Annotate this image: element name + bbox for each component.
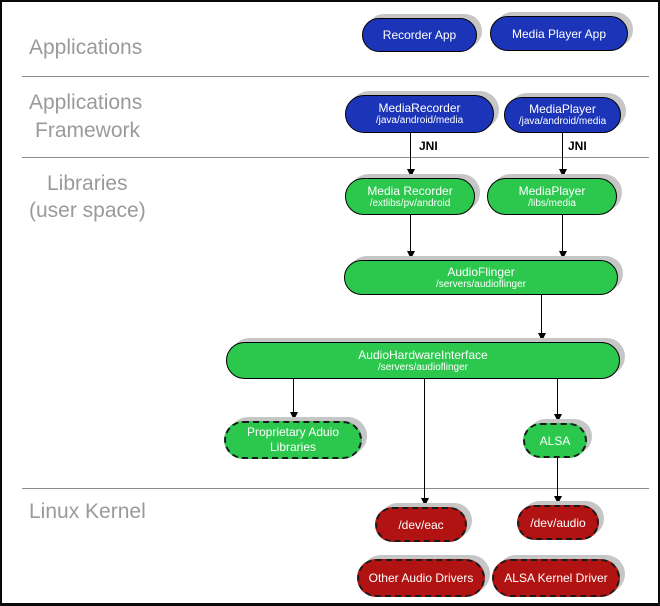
node-dev-audio: /dev/audio bbox=[517, 505, 599, 540]
arrow-ahi-to-dev-eac bbox=[420, 379, 429, 506]
node-title: MediaPlayer bbox=[518, 183, 586, 198]
node-audio-hardware-interface: AudioHardwareInterface /servers/audiofli… bbox=[226, 342, 620, 379]
node-title: ALSA bbox=[539, 433, 571, 448]
node-title: /dev/audio bbox=[530, 515, 586, 530]
layer-label-linux-kernel: Linux Kernel bbox=[29, 500, 146, 523]
node-title: MediaRecorder bbox=[378, 101, 461, 115]
node-mediaplayer-framework: MediaPlayer /java/android/media bbox=[504, 97, 621, 133]
node-subtitle: /java/android/media bbox=[518, 116, 607, 127]
node-subtitle: /extlibs/pv/android bbox=[369, 197, 451, 209]
layer-label-applications: Applications bbox=[29, 36, 143, 59]
node-mediarecorder-framework: MediaRecorder /java/android/media bbox=[345, 95, 494, 133]
node-title: AudioHardwareInterface bbox=[358, 347, 488, 362]
jni-label-right: JNI bbox=[568, 139, 587, 153]
node-title: Media Player App bbox=[511, 26, 607, 41]
node-alsa-kernel-driver: ALSA Kernel Driver bbox=[492, 559, 620, 597]
arrow-mediaplayerlib-to-audioflinger bbox=[558, 215, 567, 259]
layer-label-framework-line2: Framework bbox=[35, 119, 141, 142]
arrow-alsa-to-dev-audio bbox=[553, 458, 562, 504]
node-title: AudioFlinger bbox=[447, 264, 515, 279]
divider-framework-libraries bbox=[22, 157, 649, 158]
arrow-mediarecorderlib-to-audioflinger bbox=[406, 215, 415, 259]
layer-label-framework-line1: Applications bbox=[29, 91, 143, 114]
node-alsa: ALSA bbox=[523, 423, 587, 458]
arrow-audioflinger-to-ahi bbox=[537, 295, 546, 341]
jni-label-left: JNI bbox=[419, 139, 438, 153]
node-subtitle: /libs/media bbox=[528, 197, 576, 209]
node-other-audio-drivers: Other Audio Drivers bbox=[357, 559, 485, 597]
node-title: Recorder App bbox=[382, 28, 457, 42]
node-title: /dev/eac bbox=[398, 517, 444, 532]
arrow-ahi-to-alsa bbox=[553, 379, 562, 422]
node-media-recorder-lib: Media Recorder /extlibs/pv/android bbox=[345, 178, 475, 215]
layer-label-libraries-line2: (user space) bbox=[29, 199, 146, 222]
arrow-mediaplayer-to-lib bbox=[558, 133, 567, 177]
node-proprietary-audio-libraries: Proprietary Aduio Libraries bbox=[224, 421, 362, 459]
node-title: Other Audio Drivers bbox=[368, 571, 474, 585]
layer-label-libraries-line1: Libraries bbox=[47, 172, 128, 195]
arrow-ahi-to-proprietary bbox=[289, 379, 298, 420]
node-media-player-app: Media Player App bbox=[490, 16, 628, 51]
node-mediaplayer-lib: MediaPlayer /libs/media bbox=[487, 178, 617, 215]
divider-libraries-kernel bbox=[22, 488, 649, 489]
node-recorder-app: Recorder App bbox=[362, 18, 477, 52]
divider-applications-framework bbox=[22, 76, 649, 77]
node-audioflinger: AudioFlinger /servers/audioflinger bbox=[344, 260, 618, 295]
arrow-mediarecorder-to-lib bbox=[406, 133, 415, 177]
node-subtitle: /servers/audioflinger bbox=[377, 361, 469, 373]
node-dev-eac: /dev/eac bbox=[375, 507, 467, 542]
node-subtitle: /java/android/media bbox=[375, 115, 464, 126]
node-title: MediaPlayer bbox=[529, 102, 596, 116]
node-title: Proprietary Aduio Libraries bbox=[246, 425, 340, 454]
node-title: ALSA Kernel Driver bbox=[504, 571, 608, 585]
node-title: Media Recorder bbox=[367, 183, 453, 198]
node-subtitle: /servers/audioflinger bbox=[435, 278, 527, 290]
